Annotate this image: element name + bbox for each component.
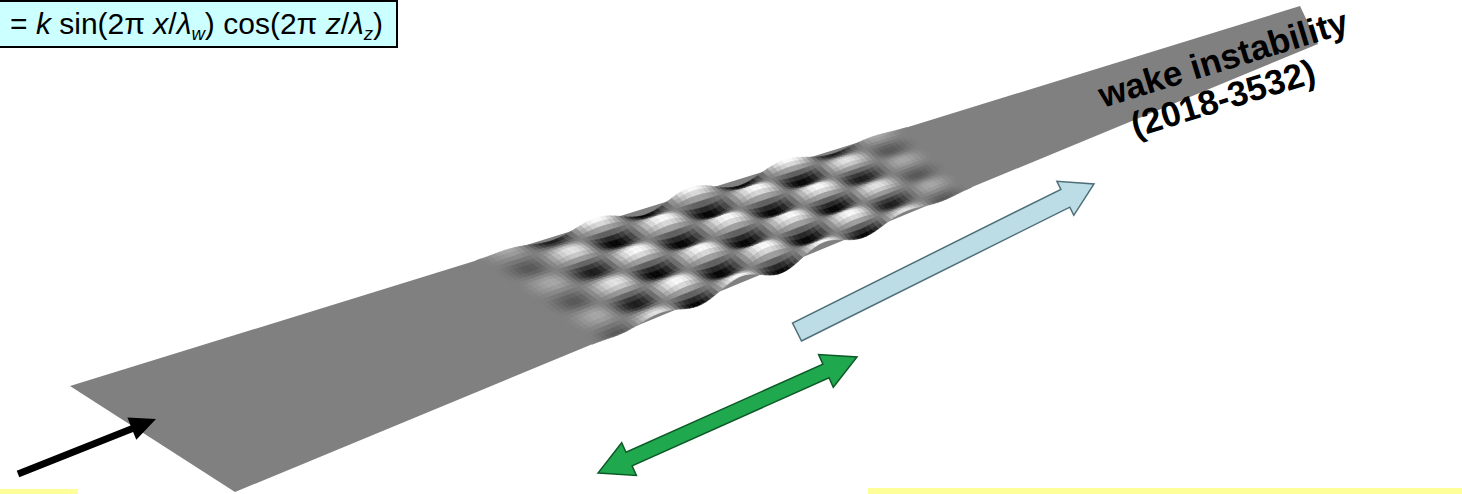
yellow-band xyxy=(0,489,78,494)
yellow-band xyxy=(868,488,1462,494)
wave-texture xyxy=(476,128,972,345)
